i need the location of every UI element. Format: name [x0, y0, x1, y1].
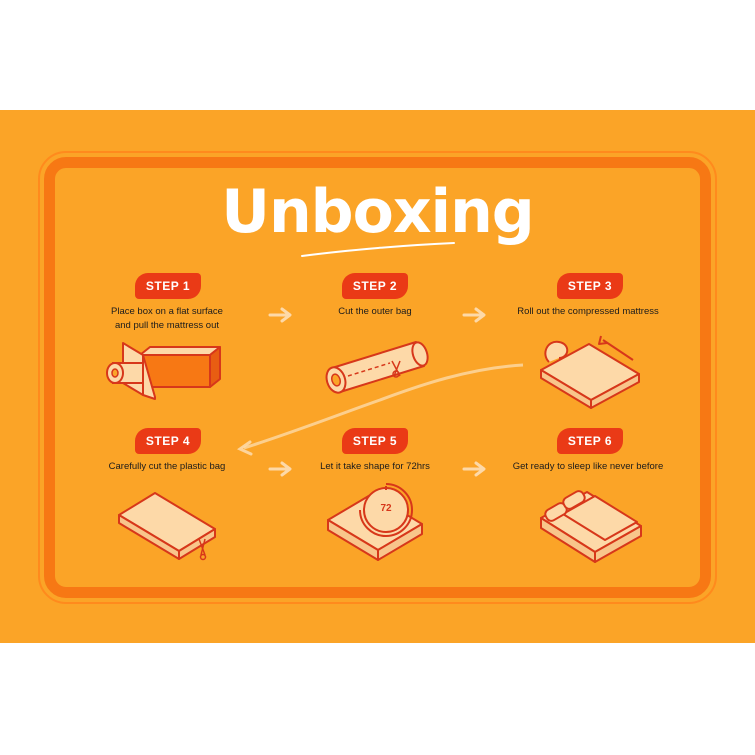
step-3-description: Roll out the compressed mattress — [488, 305, 688, 319]
expanding-mattress-timer-icon — [327, 483, 423, 561]
timer-label: 72 — [380, 503, 392, 514]
step-6-description: Get ready to sleep like never before — [488, 460, 688, 474]
arrow-right-icon — [462, 461, 486, 477]
bagged-mattress-scissors-icon — [118, 492, 216, 561]
step-1-line-1: Place box on a flat surface — [111, 306, 223, 317]
step-2-line-1: Cut the outer bag — [338, 306, 412, 317]
rolled-mattress-scissors-icon — [325, 341, 429, 394]
box-mattress-icon — [106, 342, 221, 400]
step-6-line-1: Get ready to sleep like never before — [512, 461, 664, 472]
step-5-description: Let it take shape for 72hrs — [275, 460, 475, 474]
page-title: Unboxing — [221, 177, 535, 247]
step-2-description: Cut the outer bag — [275, 305, 475, 319]
step-6-badge: STEP 6 — [557, 428, 623, 454]
step-5-line-1: Let it take shape for 72hrs — [320, 461, 430, 472]
arrow-right-icon — [268, 307, 292, 323]
step-4-line-1: Carefully cut the plastic bag — [108, 461, 226, 472]
title-underline — [301, 242, 455, 257]
step-4-description: Carefully cut the plastic bag — [67, 460, 267, 474]
step-2-badge: STEP 2 — [342, 273, 408, 299]
step-1-badge: STEP 1 — [135, 273, 201, 299]
step-1-line-2: and pull the mattress out — [114, 320, 220, 331]
step-3-badge: STEP 3 — [557, 273, 623, 299]
arrow-right-icon — [462, 307, 486, 323]
arrow-right-icon — [268, 461, 292, 477]
step-1-description: Place box on a flat surface and pull the… — [67, 305, 267, 333]
made-bed-icon — [540, 490, 642, 563]
unrolling-mattress-icon — [540, 335, 640, 409]
step-5-badge: STEP 5 — [342, 428, 408, 454]
step-4-badge: STEP 4 — [135, 428, 201, 454]
outer-frame — [38, 151, 717, 604]
step-3-line-1: Roll out the compressed mattress — [517, 306, 659, 317]
